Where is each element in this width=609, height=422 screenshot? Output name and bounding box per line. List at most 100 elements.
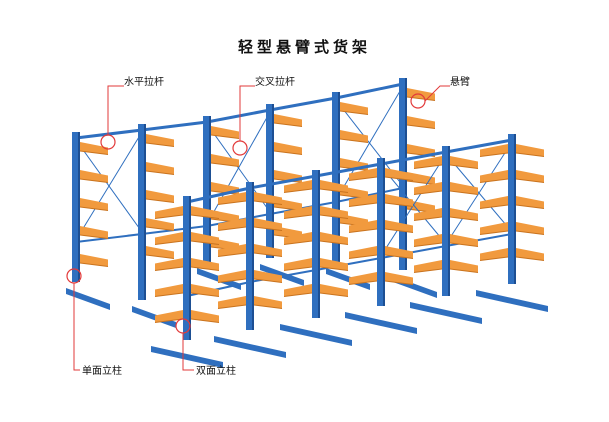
column-base: [214, 336, 286, 358]
cantilever-arm-edge: [145, 226, 175, 232]
label-double-column: 双面立柱: [196, 366, 236, 377]
label-cantilever-arm: 悬臂: [450, 77, 470, 88]
cross-brace-leader: [239, 85, 255, 141]
column-post-shade: [318, 170, 320, 318]
column-post: [72, 132, 80, 282]
callout-lines: [66, 85, 450, 371]
cantilever-arm-edge: [145, 198, 175, 204]
cantilever-arm-edge: [145, 142, 175, 148]
cantilever-arm-edge: [283, 214, 313, 220]
cantilever-arm-edge: [339, 110, 369, 116]
cantilever-arm-edge: [79, 206, 109, 212]
cantilever-arm-edge: [449, 190, 479, 196]
cantilever-arm-edge: [154, 214, 184, 220]
cantilever-arm-edge: [479, 178, 509, 184]
cantilever-arm-edge: [348, 202, 378, 208]
cantilever-arm-edge: [217, 252, 247, 258]
horizontal-tie-leader: [107, 85, 124, 135]
cantilever-arm-edge: [515, 204, 545, 210]
column-post: [332, 92, 340, 262]
cantilever-arm-edge: [384, 176, 414, 182]
cantilever-arm-edge: [253, 252, 283, 258]
cantilever-arm-edge: [273, 122, 303, 128]
column-post-shade: [448, 146, 450, 296]
column-post-shade: [209, 116, 211, 262]
cantilever-arm-edge: [190, 292, 220, 298]
column-post-shade: [144, 124, 146, 300]
horizontal-tie-bar: [141, 120, 208, 132]
column-post-shade: [272, 104, 274, 258]
column-base: [66, 288, 110, 310]
front-rack-row: [151, 134, 548, 368]
cross-brace-bar: [445, 141, 513, 245]
cantilever-arm-edge: [190, 318, 220, 324]
cantilever-arm-edge: [319, 240, 349, 246]
single-column-leader: [73, 283, 80, 371]
cantilever-arm-edge: [515, 230, 545, 236]
cantilever-arm-edge: [154, 266, 184, 272]
diagram-title: 轻型悬臂式货架: [237, 38, 371, 56]
cantilever-arm-edge: [348, 280, 378, 286]
horizontal-tie-bar: [315, 162, 382, 178]
cantilever-arm-edge: [145, 170, 175, 176]
cantilever-arm-edge: [190, 240, 220, 246]
cantilever-arm-edge: [79, 262, 109, 268]
cantilever-arm-edge: [154, 318, 184, 324]
column-post-shade: [338, 92, 340, 262]
cantilever-arm-edge: [348, 176, 378, 182]
horizontal-tie-bar: [269, 96, 337, 112]
column-base: [132, 306, 176, 328]
cantilever-arm-edge: [384, 202, 414, 208]
cantilever-arm-edge: [384, 254, 414, 260]
column-post: [183, 196, 191, 340]
horizontal-tie-bar: [186, 186, 251, 204]
horizontal-tie-bar: [75, 233, 143, 243]
double-column-leader: [182, 333, 194, 371]
cantilever-arm-edge: [319, 292, 349, 298]
cross-brace-bar: [380, 153, 447, 257]
cantilever-arm-edge: [413, 242, 443, 248]
cantilever-arm-edge: [319, 188, 349, 194]
column-post-shade: [252, 182, 254, 330]
cantilever-arm-edge: [79, 178, 109, 184]
cantilever-arm-edge: [283, 266, 313, 272]
cantilever-arm-edge: [413, 268, 443, 274]
cantilever-arm-edge: [79, 150, 109, 156]
cantilever-arm-edge: [210, 162, 240, 168]
column-post: [377, 158, 385, 306]
cantilever-arm-edge: [449, 268, 479, 274]
cantilever-arm-edge: [283, 292, 313, 298]
column-base: [476, 290, 548, 312]
column-post: [266, 104, 274, 258]
column-base: [260, 264, 304, 286]
cantilever-arm-edge: [449, 164, 479, 170]
cantilever-arm-edge: [515, 152, 545, 158]
column-post: [203, 116, 211, 262]
label-single-column: 单面立柱: [82, 366, 122, 377]
cantilever-arm-edge: [348, 228, 378, 234]
column-post: [138, 124, 146, 300]
column-post: [312, 170, 320, 318]
rear-rack-row: [66, 78, 437, 328]
cantilever-arm-edge: [283, 188, 313, 194]
cantilever-arm-edge: [449, 216, 479, 222]
cantilever-arm-edge: [479, 204, 509, 210]
horizontal-tie-bar: [380, 150, 447, 166]
cantilever-arm-edge: [515, 178, 545, 184]
column-post: [246, 182, 254, 330]
horizontal-tie-bar: [445, 138, 513, 154]
cantilever-arm-edge: [217, 278, 247, 284]
horizontal-tie-marker: [100, 134, 116, 150]
cantilever-arm-edge: [253, 278, 283, 284]
column-base: [410, 302, 482, 324]
cantilever-arm-edge: [479, 256, 509, 262]
cantilever-arm-edge: [406, 180, 436, 186]
column-post-shade: [514, 134, 516, 284]
cantilever-arm-edge: [384, 280, 414, 286]
cross-brace-marker: [232, 140, 248, 156]
cantilever-arm-edge: [413, 216, 443, 222]
cross-brace-bar: [75, 131, 143, 241]
column-base: [280, 324, 352, 346]
cantilever-arm-edge: [273, 150, 303, 156]
